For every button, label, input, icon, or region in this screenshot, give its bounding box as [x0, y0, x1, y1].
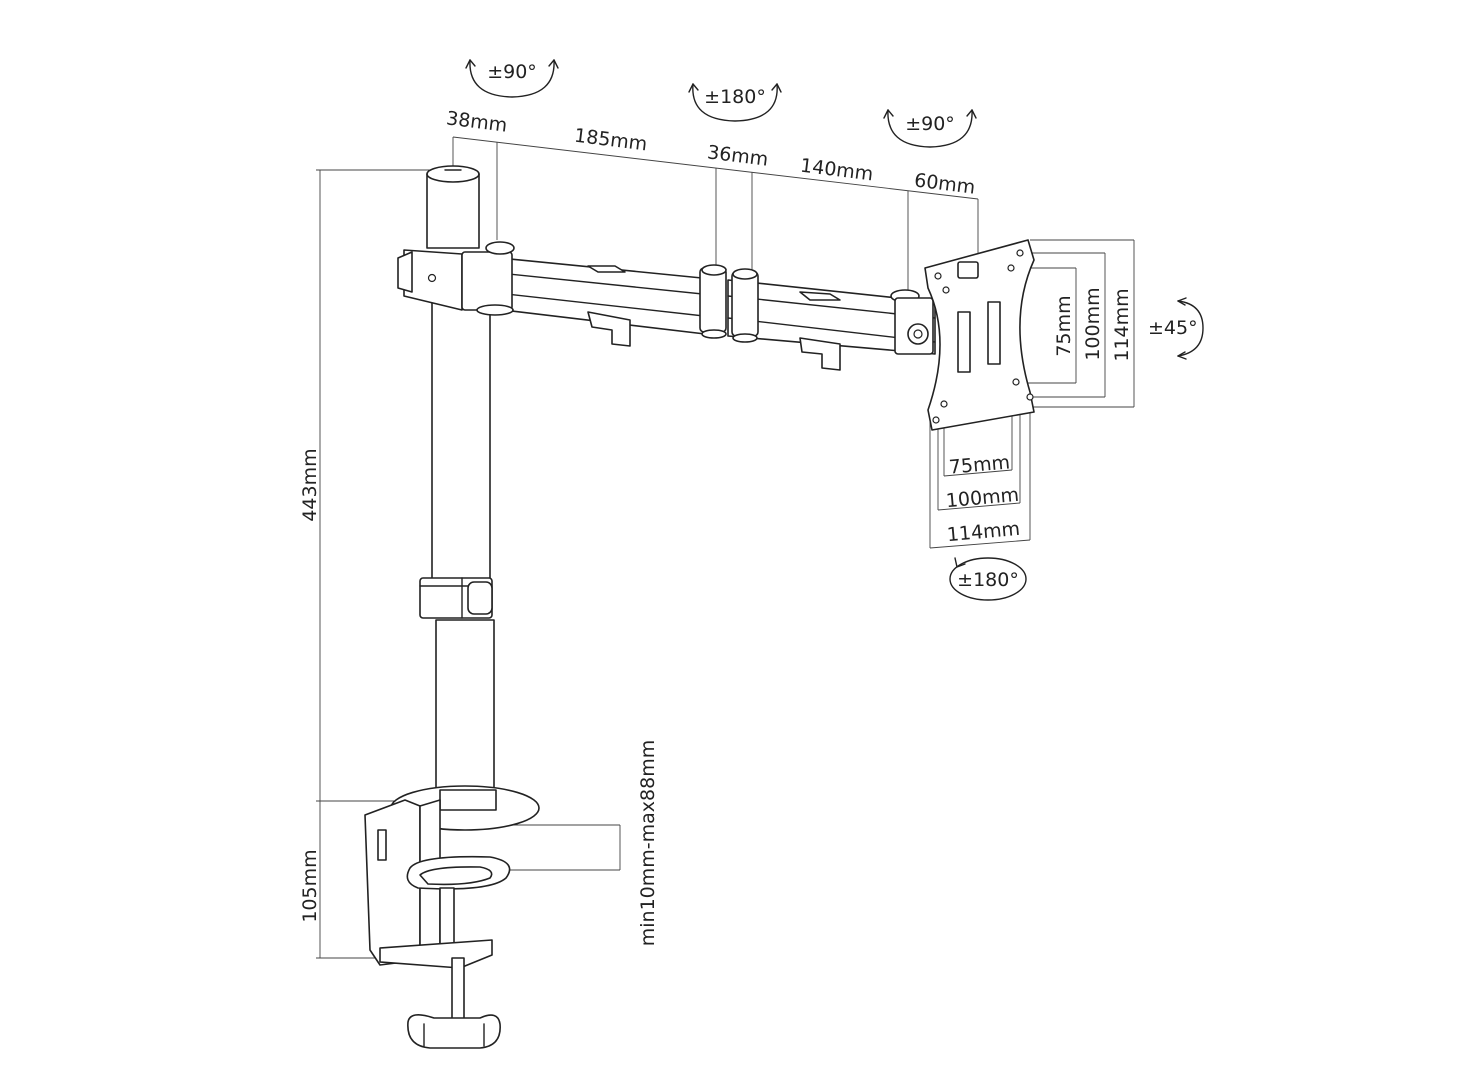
head-label: 60mm [913, 169, 976, 198]
desk-thickness-label: min10mm-max88mm [637, 740, 659, 946]
tilt-label: ±45° [1148, 317, 1198, 339]
elbow-label: 36mm [706, 141, 769, 170]
elbow-swivel-label: ±180° [704, 86, 766, 108]
pole [426, 165, 495, 811]
pole-height-label: 443mm [299, 448, 321, 521]
first-arm-label: 185mm [573, 125, 648, 156]
vesa-labels: 75mm 100mm 114mm 75mm 100mm 114mm [945, 287, 1133, 546]
height-labels: 443mm 105mm min10mm-max88mm [299, 448, 659, 946]
vesa-plate [924, 239, 1035, 431]
desk-clamp [364, 785, 540, 1049]
vesa-vertical-100-label: 100mm [1082, 287, 1104, 360]
vesa-horizontal-75-label: 75mm [948, 451, 1011, 478]
arm-dimension-labels: 38mm 185mm 36mm 140mm 60mm [445, 107, 976, 198]
pole-swivel-label: ±90° [487, 61, 537, 83]
arm-assembly [397, 241, 936, 371]
rotate-label: ±180° [957, 569, 1019, 591]
dimension-lines [316, 136, 1135, 959]
vesa-vertical-114-label: 114mm [1111, 288, 1133, 361]
vesa-horizontal-100-label: 100mm [945, 484, 1020, 512]
head-swivel-label: ±90° [905, 113, 955, 135]
clamp-height-label: 105mm [299, 849, 321, 922]
pole-collar [419, 577, 493, 619]
second-arm-label: 140mm [799, 155, 874, 186]
rotation-labels: ±90° ±180° ±90° ±45° ±180° [487, 61, 1197, 591]
rotation-arcs [465, 59, 1204, 601]
pole-to-joint-label: 38mm [445, 107, 508, 136]
vesa-vertical-75-label: 75mm [1053, 295, 1075, 356]
